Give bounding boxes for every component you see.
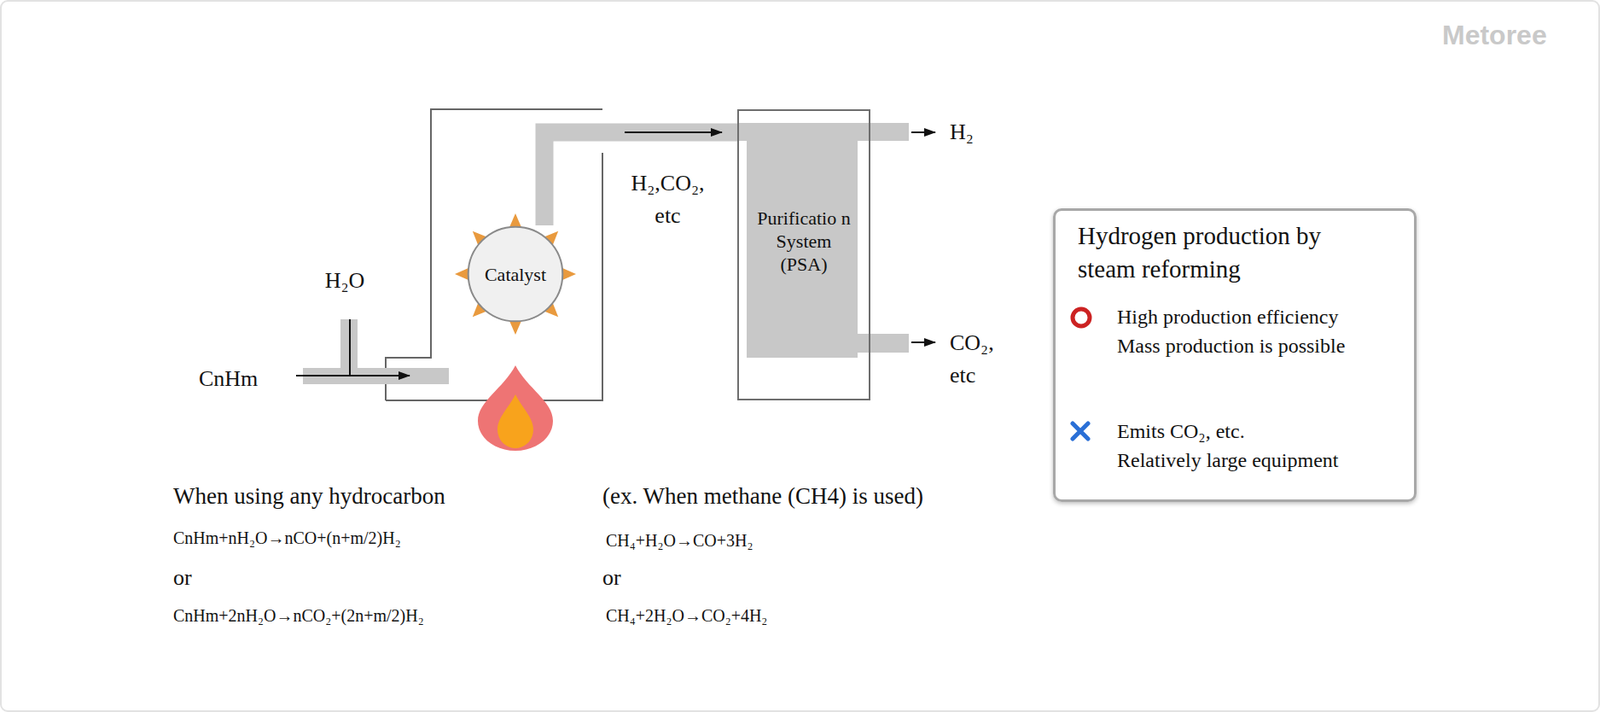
note-box: Hydrogen production by steam reformingHi… xyxy=(1053,208,1417,502)
demerit-symbol xyxy=(1072,423,1088,439)
catalyst-ray xyxy=(509,213,522,227)
node-title: Hydrogen production by steam reforming xyxy=(1077,219,1360,286)
merit-symbol xyxy=(1072,308,1090,326)
flow-arrow xyxy=(624,131,722,134)
catalyst-shape xyxy=(468,226,564,322)
output-label: CO₂, etc xyxy=(949,326,1014,392)
node-text: Mass production is possible xyxy=(1117,331,1406,361)
psa-fill xyxy=(746,122,858,358)
steam-line xyxy=(349,319,351,376)
feed-arrow xyxy=(296,374,410,377)
catalyst-ray xyxy=(562,267,576,280)
equation: CH₄+2H₂O→CO₂+4H₂ xyxy=(605,605,768,626)
offgas-arrow xyxy=(911,341,936,344)
flame-outer xyxy=(477,365,553,451)
catalyst-rays xyxy=(454,213,576,335)
equation: CnHm+nH₂O→nCO+(n+m/2)H₂ xyxy=(173,527,402,548)
input-label: CnHm xyxy=(198,365,258,392)
node-text: High production efficiency xyxy=(1117,302,1406,332)
node-title: Catalyst xyxy=(484,262,547,286)
equation: CnHm+2nH₂O→nCO₂+(2n+m/2)H₂ xyxy=(173,605,425,626)
node-text: Relatively large equipment xyxy=(1117,445,1406,475)
catalyst-ray xyxy=(509,320,522,335)
hydrogen-arrow xyxy=(911,131,936,134)
output-label: H₂ xyxy=(949,118,974,146)
equation: CH₄+H₂O→CO+3H₂ xyxy=(605,529,753,551)
flame-inner xyxy=(497,394,534,448)
watermark: Metoree xyxy=(1442,18,1548,52)
node-text: Emits CO₂, etc. xyxy=(1117,416,1406,446)
input-label: H₂O xyxy=(310,267,379,294)
caption-text: (ex. When methane (CH4) is used) xyxy=(602,482,924,510)
catalyst-circle: Catalyst xyxy=(466,225,565,323)
offgas-pipe xyxy=(857,333,909,353)
edge-label: H₂,CO₂, etc xyxy=(622,167,713,233)
reformer-outline xyxy=(385,109,603,401)
caption-text: or xyxy=(173,564,192,591)
purification-box: Purificatio n System (PSA) xyxy=(737,109,871,401)
caption-text: When using any hydrocarbon xyxy=(173,482,446,510)
node-title: Purificatio n System (PSA) xyxy=(752,206,856,276)
caption-text: or xyxy=(602,564,622,591)
catalyst-ray xyxy=(454,267,469,280)
hydrogen-pipe xyxy=(737,122,909,141)
